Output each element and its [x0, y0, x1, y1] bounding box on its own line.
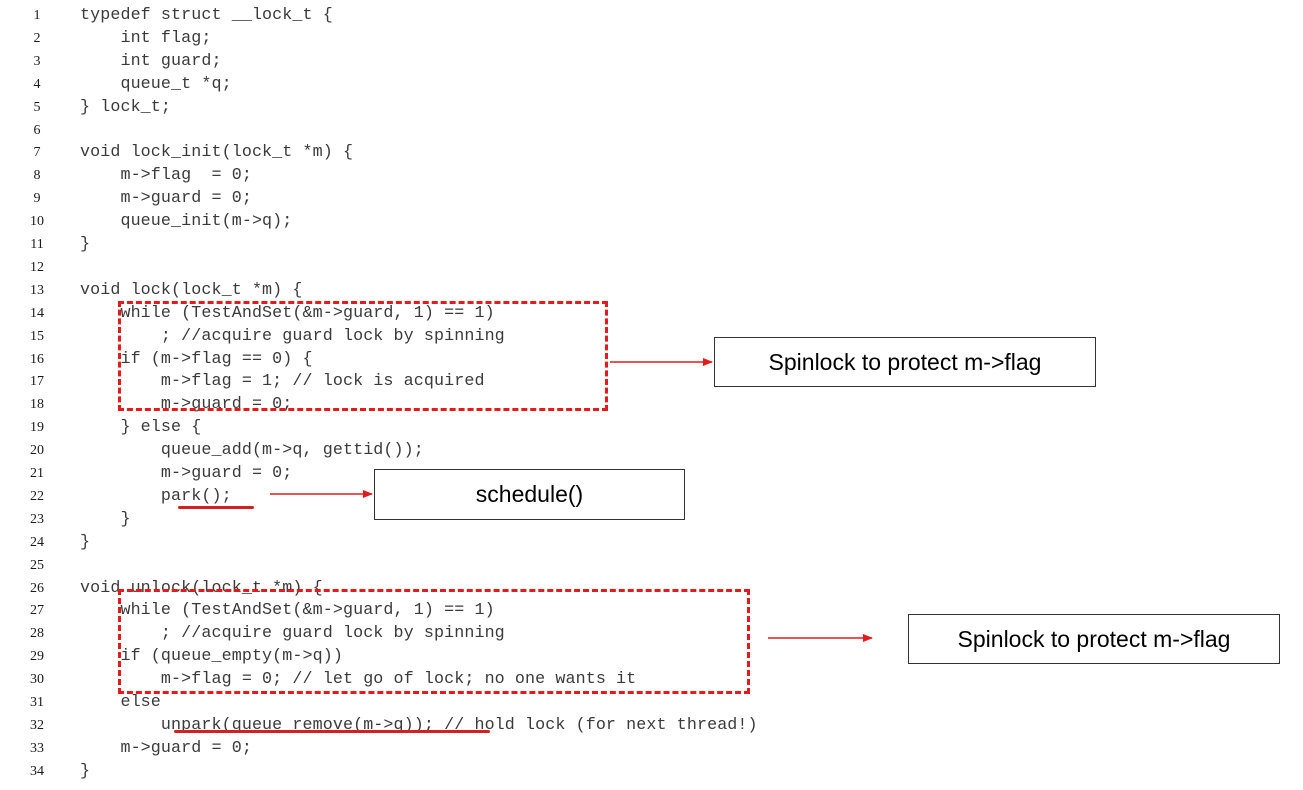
code-text: m->flag = 0; // let go of lock; no one w… [80, 670, 637, 690]
code-text: void unlock(lock_t *m) { [80, 578, 323, 598]
unpark-underline [174, 730, 490, 733]
line-number: 21 [30, 466, 44, 481]
code-text: ; //acquire guard lock by spinning [80, 624, 505, 644]
code-text: m->guard = 0; [80, 189, 252, 209]
line-number: 33 [30, 740, 44, 756]
park-underline [178, 506, 254, 509]
line-number: 10 [30, 214, 44, 230]
line-number: 16 [30, 351, 44, 367]
park-schedule-callout: schedule() [374, 469, 685, 520]
code-text: } [80, 235, 91, 254]
code-text: } else { [80, 418, 202, 438]
line-number: 26 [30, 580, 44, 596]
line-number: 8 [33, 168, 41, 184]
code-text: } [80, 532, 91, 552]
lock-spinlock-callout: Spinlock to protect m->flag [714, 337, 1096, 387]
line-number: 30 [30, 672, 44, 688]
line-number: 12 [30, 259, 44, 275]
line-number: 24 [30, 534, 44, 550]
line-number: 23 [30, 511, 44, 527]
code-text: } [80, 509, 131, 529]
line-number: 28 [30, 626, 44, 642]
line-number: 32 [30, 717, 44, 733]
line-number: 9 [33, 191, 41, 207]
line-number: 11 [30, 237, 44, 252]
lock-spinlock-highlight-box [118, 301, 608, 411]
code-text: park(); [80, 486, 232, 506]
code-text: int flag; [80, 28, 212, 48]
code-text: while (TestAndSet(&m->guard, 1) == 1) [80, 601, 495, 621]
line-number: 7 [33, 145, 41, 161]
unlock-spinlock-highlight-box [118, 589, 750, 694]
line-number: 20 [30, 443, 44, 459]
code-text: void lock_init(lock_t *m) { [80, 143, 354, 163]
code-text: queue_init(m->q); [80, 212, 293, 232]
line-number: 29 [30, 649, 44, 665]
line-number: 25 [30, 557, 44, 573]
line-number: 22 [30, 488, 44, 504]
code-text: int guard; [80, 51, 222, 71]
code-text: else [80, 693, 161, 712]
line-number: 31 [30, 695, 44, 710]
line-number: 5 [33, 99, 41, 115]
unlock-spinlock-callout: Spinlock to protect m->flag [908, 614, 1280, 664]
code-text: while (TestAndSet(&m->guard, 1) == 1) [80, 303, 495, 323]
code-text: } [80, 761, 91, 781]
code-text: m->flag = 0; [80, 166, 252, 186]
line-number: 3 [33, 53, 41, 69]
code-text: typedef struct __lock_t { [80, 6, 333, 25]
line-number: 19 [30, 420, 44, 436]
line-number: 13 [30, 282, 44, 298]
code-text: if (m->flag == 0) { [80, 349, 313, 369]
code-text: m->guard = 0; [80, 464, 293, 483]
line-number: 17 [30, 374, 44, 390]
code-text: queue_t *q; [80, 74, 232, 94]
line-number: 15 [30, 328, 44, 344]
line-number: 34 [30, 763, 44, 779]
line-number: 14 [30, 305, 44, 321]
code-text: m->guard = 0; [80, 738, 252, 758]
code-text: void lock(lock_t *m) { [80, 280, 303, 300]
code-text: if (queue_empty(m->q)) [80, 647, 343, 667]
code-text: m->flag = 1; // lock is acquired [80, 372, 485, 392]
code-text: } lock_t; [80, 97, 172, 117]
line-number: 27 [30, 603, 44, 619]
line-number: 2 [33, 30, 41, 46]
line-number: 1 [33, 8, 41, 23]
line-number: 18 [30, 397, 44, 413]
code-text: ; //acquire guard lock by spinning [80, 326, 505, 346]
line-number: 6 [33, 122, 41, 138]
code-text: queue_add(m->q, gettid()); [80, 441, 424, 461]
line-number: 4 [33, 76, 41, 92]
